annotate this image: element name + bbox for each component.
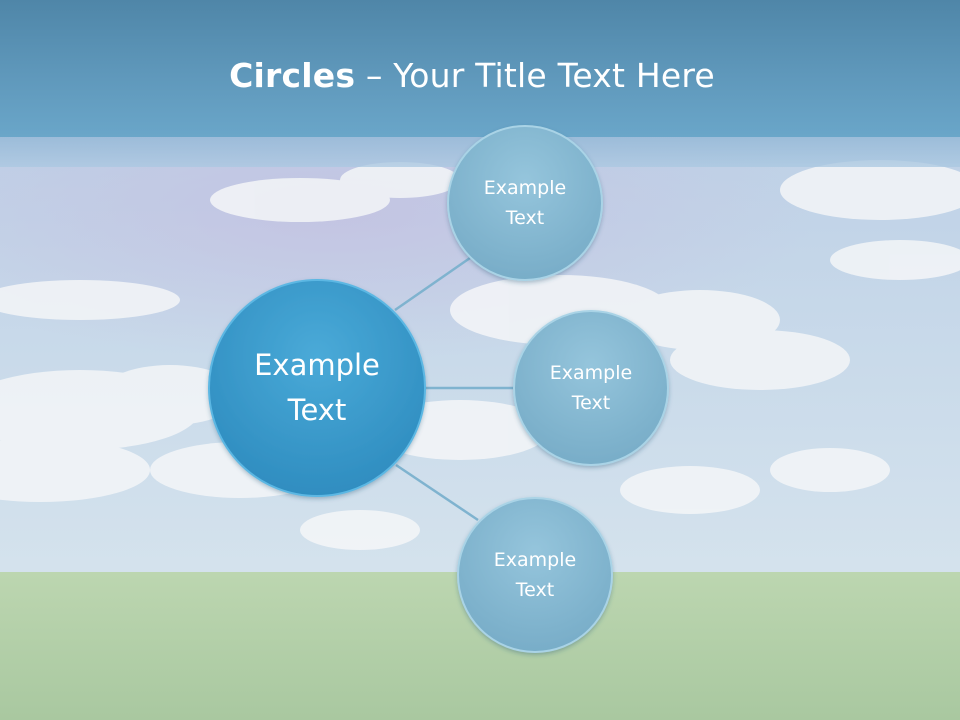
satellite-middle-line2: Text — [571, 392, 611, 414]
satellite-circle-bottom — [457, 497, 613, 653]
satellite-circle-middle — [513, 310, 669, 466]
satellite-label-top: Example Text — [455, 173, 595, 233]
connector-bottom — [395, 463, 479, 522]
satellite-middle-line1: Example — [549, 362, 633, 384]
center-label-line2: Text — [287, 393, 347, 427]
satellite-top-line1: Example — [483, 177, 567, 199]
title-bold-part: Circles — [229, 56, 356, 95]
center-circle — [208, 279, 426, 497]
connector-top — [394, 256, 471, 312]
satellite-bottom-line1: Example — [493, 549, 577, 571]
center-label: Example Text — [217, 343, 417, 433]
satellite-circle-top — [447, 125, 603, 281]
title-bar — [0, 0, 960, 137]
slide-title: Circles – Your Title Text Here — [0, 56, 944, 95]
center-label-line1: Example — [254, 348, 380, 382]
satellite-label-middle: Example Text — [521, 358, 661, 418]
title-rest-part: – Your Title Text Here — [355, 56, 715, 95]
satellite-top-line2: Text — [505, 207, 545, 229]
satellite-bottom-line2: Text — [515, 579, 555, 601]
satellite-label-bottom: Example Text — [465, 545, 605, 605]
